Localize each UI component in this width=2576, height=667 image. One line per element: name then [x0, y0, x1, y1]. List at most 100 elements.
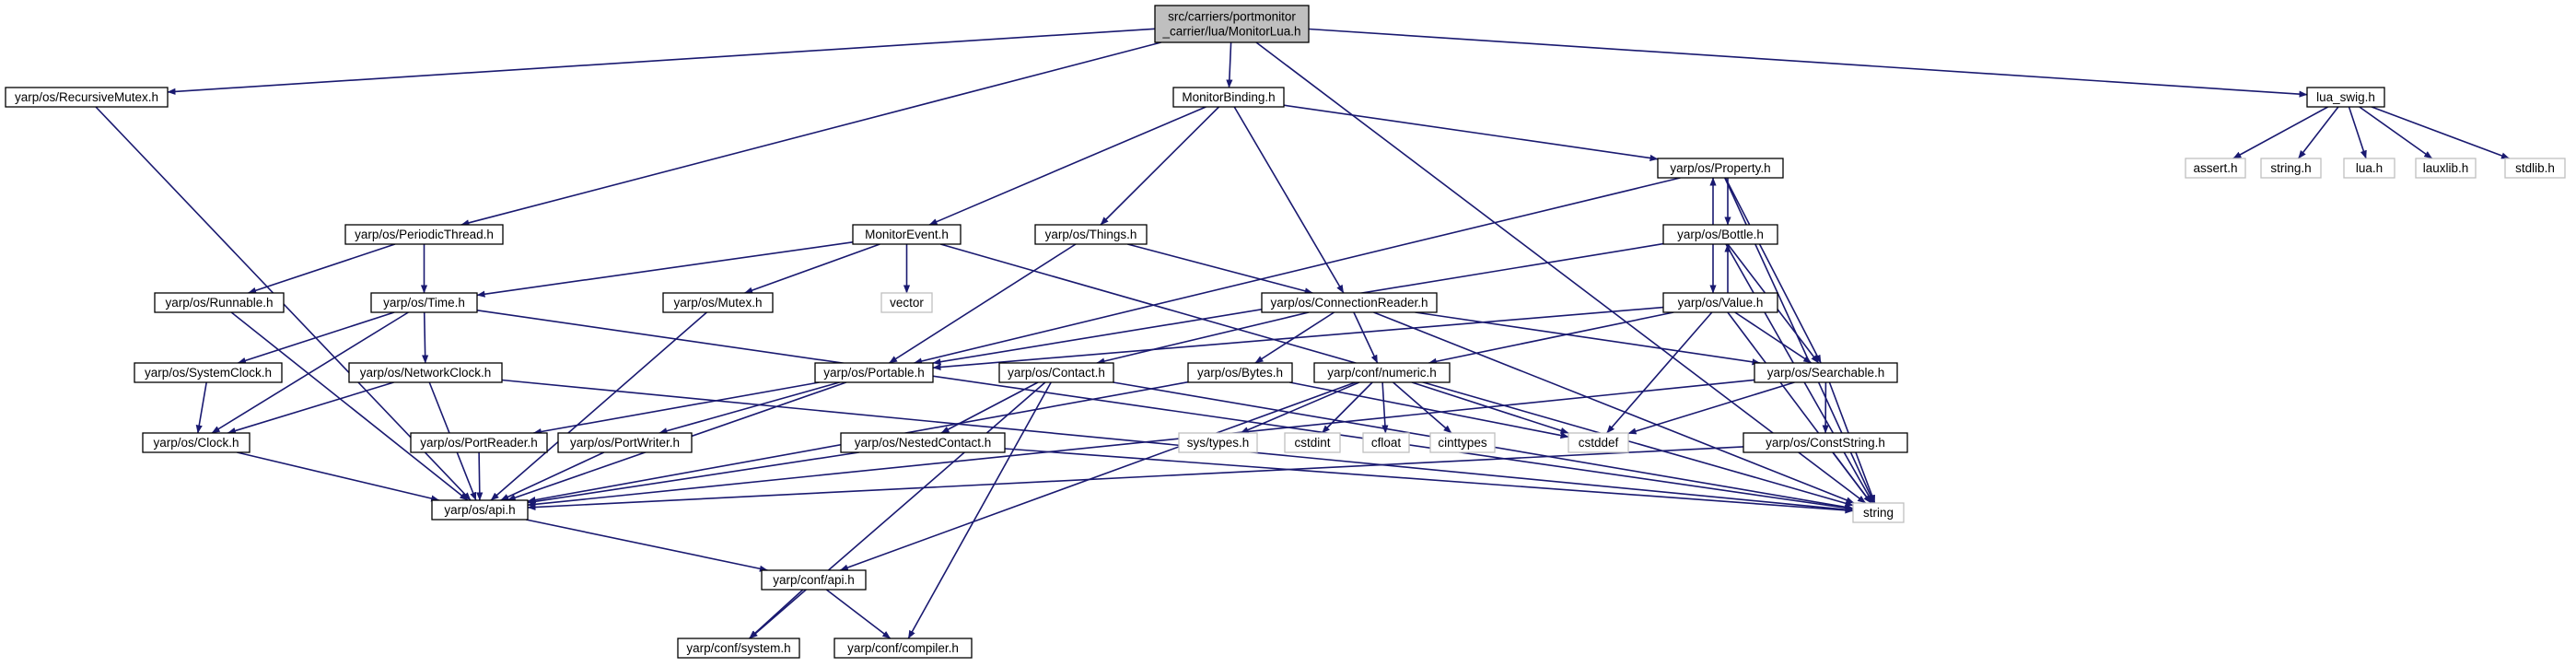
edge-root-to-lua-swig [1308, 28, 2308, 98]
node-connection-reader[interactable]: yarp/os/ConnectionReader.h [1261, 292, 1438, 313]
edge-root-to-periodic-thread [460, 41, 1161, 227]
node-label: yarp/conf/numeric.h [1327, 366, 1437, 380]
edge-connection-reader-to-searchable [1415, 311, 1761, 366]
node-label: yarp/os/PortWriter.h [570, 436, 680, 450]
node-searchable[interactable]: yarp/os/Searchable.h [1754, 362, 1898, 383]
node-box [370, 292, 478, 313]
node-nested-contact[interactable]: yarp/os/NestedContact.h [840, 432, 1006, 453]
edge-line [1381, 381, 1389, 434]
node-box [2260, 158, 2322, 179]
edge-line [1411, 381, 1569, 434]
node-recursive-mutex[interactable]: yarp/os/RecursiveMutex.h [5, 87, 169, 108]
edge-line [1734, 311, 1813, 364]
node-box [1743, 432, 1908, 453]
node-contact[interactable]: yarp/os/Contact.h [998, 362, 1114, 383]
node-periodic-thread[interactable]: yarp/os/PeriodicThread.h [344, 224, 504, 245]
edge-line [1415, 311, 1761, 366]
node-label: yarp/os/SystemClock.h [145, 366, 272, 380]
node-runnable[interactable]: yarp/os/Runnable.h [154, 292, 285, 313]
node-cstdint: cstdint [1284, 432, 1341, 453]
edge-connection-reader-to-numeric [1353, 311, 1379, 364]
edge-const-string-to-string [1832, 451, 1872, 504]
edge-bytes-to-cstddef [1289, 381, 1569, 439]
node-label: yarp/os/Searchable.h [1767, 366, 1885, 380]
edge-numeric-to-sys-types [1240, 381, 1360, 434]
node-os-api[interactable]: yarp/os/api.h [431, 499, 529, 521]
node-box [1178, 432, 1258, 453]
edge-line [527, 379, 1755, 508]
edge-line [460, 41, 1161, 227]
node-label: sys/types.h [1187, 436, 1250, 450]
node-numeric[interactable]: yarp/conf/numeric.h [1313, 362, 1451, 383]
edge-line [1283, 104, 1659, 162]
edge-line [2371, 106, 2510, 159]
node-box [410, 432, 548, 453]
node-port-writer[interactable]: yarp/os/PortWriter.h [557, 432, 693, 453]
edge-network-clock-to-string [501, 379, 1854, 513]
edge-line [527, 451, 859, 505]
edge-lua-swig-to-stdlib [2371, 106, 2510, 159]
edge-contact-to-conf-compiler [907, 381, 1052, 639]
edge-line [1393, 381, 1452, 434]
node-lua-swig[interactable]: lua_swig.h [2306, 87, 2385, 108]
edge-property-to-portable [914, 177, 1681, 365]
edge-nested-contact-to-os-api [527, 451, 859, 505]
edge-line [532, 381, 820, 436]
edge-line [501, 379, 1854, 513]
node-bottle[interactable]: yarp/os/Bottle.h [1662, 224, 1778, 245]
node-box [852, 224, 962, 245]
node-label: yarp/os/ConstString.h [1766, 436, 1885, 450]
node-conf-api[interactable]: yarp/conf/api.h [761, 569, 867, 591]
node-monitor-binding[interactable]: MonitorBinding.h [1172, 87, 1285, 108]
edge-time-to-clock [211, 311, 409, 434]
edge-numeric-to-cfloat [1381, 381, 1389, 434]
node-clock[interactable]: yarp/os/Clock.h [142, 432, 251, 453]
node-label: cstdint [1294, 436, 1330, 450]
node-things[interactable]: yarp/os/Things.h [1034, 224, 1148, 245]
node-conf-compiler[interactable]: yarp/conf/compiler.h [833, 638, 973, 659]
node-system-clock[interactable]: yarp/os/SystemClock.h [134, 362, 283, 383]
edge-root-to-string [1255, 41, 1867, 504]
node-port-reader[interactable]: yarp/os/PortReader.h [410, 432, 548, 453]
node-bytes[interactable]: yarp/os/Bytes.h [1187, 362, 1293, 383]
node-box [2504, 158, 2566, 179]
node-label: yarp/os/Runnable.h [165, 296, 273, 310]
edge-line [1255, 41, 1867, 504]
edge-connection-reader-to-contact [1096, 311, 1310, 365]
node-value[interactable]: yarp/os/Value.h [1662, 292, 1778, 313]
node-network-clock[interactable]: yarp/os/NetworkClock.h [348, 362, 503, 383]
node-time[interactable]: yarp/os/Time.h [370, 292, 478, 313]
node-portable[interactable]: yarp/os/Portable.h [814, 362, 934, 383]
edge-root-to-monitor-binding [1226, 41, 1233, 88]
node-property[interactable]: yarp/os/Property.h [1657, 158, 1784, 179]
node-conf-system[interactable]: yarp/conf/system.h [677, 638, 800, 659]
edge-numeric-to-cstddef [1411, 381, 1569, 434]
node-box [1362, 432, 1410, 453]
edge-conf-api-to-conf-system [749, 589, 804, 639]
node-lauxlib: lauxlib.h [2415, 158, 2477, 179]
edge-lua-swig-to-assert [2232, 106, 2329, 159]
node-box [880, 292, 933, 313]
node-label: yarp/os/Clock.h [153, 436, 239, 450]
edge-line [2232, 106, 2329, 159]
edge-line [527, 446, 1744, 511]
node-label: lua.h [2356, 161, 2383, 175]
node-box [142, 432, 251, 453]
node-monitor-event[interactable]: MonitorEvent.h [852, 224, 962, 245]
node-label: assert.h [2193, 161, 2237, 175]
node-label: yarp/os/Things.h [1045, 228, 1137, 241]
edge-line [749, 589, 804, 639]
node-sys-types: sys/types.h [1178, 432, 1258, 453]
node-cinttypes: cinttypes [1429, 432, 1496, 453]
node-box [2343, 158, 2395, 179]
edge-line [476, 241, 854, 298]
node-const-string[interactable]: yarp/os/ConstString.h [1743, 432, 1908, 453]
node-mutex[interactable]: yarp/os/Mutex.h [662, 292, 774, 313]
edge-connection-reader-to-bytes [1254, 311, 1335, 364]
edge-line [1308, 28, 2308, 98]
node-box [761, 569, 867, 591]
edge-things-to-portable [889, 243, 1077, 364]
node-root[interactable]: src/carriers/portmonitor_carrier/lua/Mon… [1154, 5, 1310, 43]
node-label: yarp/os/Portable.h [823, 366, 925, 380]
node-label: yarp/os/Property.h [1670, 161, 1770, 175]
